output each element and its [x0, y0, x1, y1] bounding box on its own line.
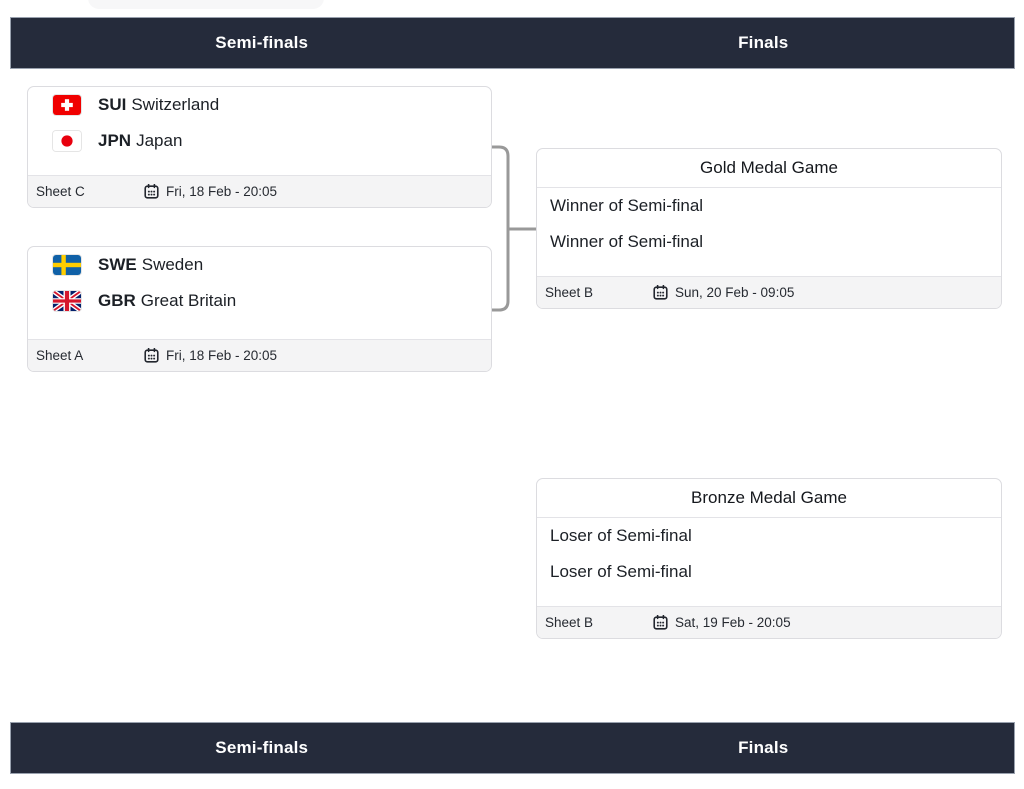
calendar-icon	[144, 348, 159, 363]
datetime-text: Fri, 18 Feb - 20:05	[166, 348, 278, 363]
sheet-label: Sheet B	[545, 285, 594, 300]
match-datetime: Sat, 19 Feb - 20:05	[653, 615, 791, 630]
match-footer: Sheet B Sat, 19 Feb - 20:05	[537, 606, 1001, 638]
phase-header-top: Semi-finals Finals	[10, 17, 1015, 69]
phase-label-finals: Finals	[738, 738, 789, 757]
sweden-flag-icon	[53, 255, 81, 275]
phase-header-bottom: Semi-finals Finals	[10, 722, 1015, 774]
team-slot: Loser of Semi-final	[550, 526, 692, 545]
team-code: SUI	[98, 95, 127, 114]
sheet-label: Sheet C	[36, 184, 85, 199]
match-datetime: Fri, 18 Feb - 20:05	[144, 184, 277, 199]
team-name: Great Britain	[140, 291, 237, 310]
match-title: Gold Medal Game	[537, 149, 1001, 188]
datetime-text: Sat, 19 Feb - 20:05	[675, 615, 791, 630]
team-slot: Winner of Semi-final	[550, 196, 704, 215]
calendar-icon	[653, 285, 668, 300]
datetime-text: Sun, 20 Feb - 09:05	[675, 285, 795, 300]
match-footer: Sheet A Fri, 18 Feb - 20:05	[28, 339, 491, 371]
match-footer: Sheet B Sun, 20 Feb - 09:05	[537, 276, 1001, 308]
phase-label-finals: Finals	[738, 33, 789, 52]
phase-label-semifinals: Semi-finals	[215, 33, 309, 52]
sheet-label: Sheet B	[545, 615, 594, 630]
japan-flag-icon	[53, 131, 81, 151]
great-britain-flag-icon	[53, 291, 81, 311]
switzerland-flag-icon	[53, 95, 81, 115]
cut-off-top-element	[88, 0, 324, 9]
sheet-label: Sheet A	[36, 348, 84, 363]
calendar-icon	[144, 184, 159, 199]
match-card-bronze-medal-game[interactable]: Bronze Medal Game Loser of Semi-final Lo…	[536, 478, 1002, 639]
datetime-text: Fri, 18 Feb - 20:05	[166, 184, 278, 199]
calendar-icon	[653, 615, 668, 630]
team-code: GBR	[98, 291, 136, 310]
match-card-gold-medal-game[interactable]: Gold Medal Game Winner of Semi-final Win…	[536, 148, 1002, 309]
team-code: JPN	[98, 131, 132, 150]
match-datetime: Sun, 20 Feb - 09:05	[653, 285, 794, 300]
team-name: Sweden	[141, 255, 204, 274]
team-name: Japan	[136, 131, 183, 150]
team-name: Switzerland	[131, 95, 220, 114]
match-title: Bronze Medal Game	[537, 479, 1001, 518]
team-slot: Loser of Semi-final	[550, 562, 692, 581]
match-datetime: Fri, 18 Feb - 20:05	[144, 348, 277, 363]
match-footer: Sheet C Fri, 18 Feb - 20:05	[28, 175, 491, 207]
team-code: SWE	[98, 255, 137, 274]
team-slot: Winner of Semi-final	[550, 232, 704, 251]
phase-label-semifinals: Semi-finals	[215, 738, 309, 757]
